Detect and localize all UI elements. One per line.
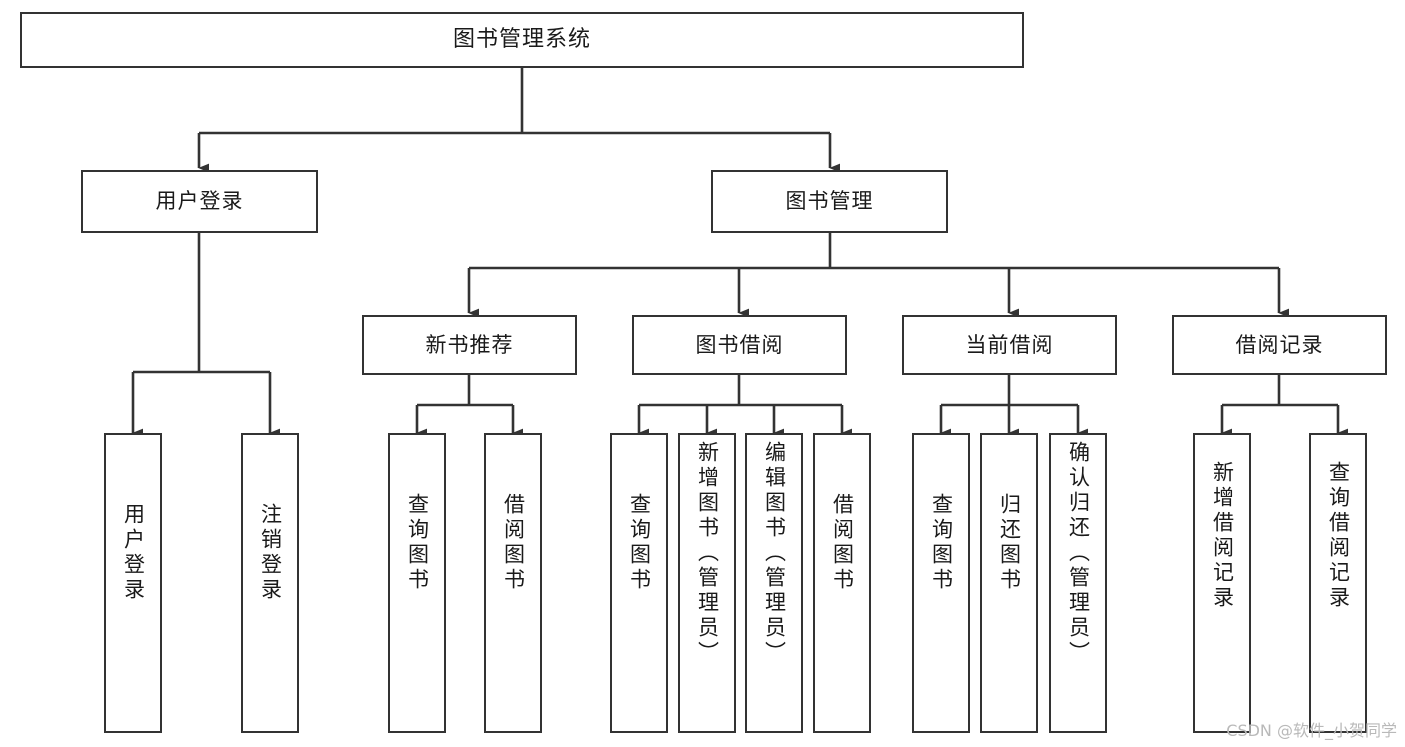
- leaf-user-login[interactable]: 用户登录: [104, 433, 162, 733]
- leaf-query-book-recommend[interactable]: 查询图书: [388, 433, 446, 733]
- leaf-confirm-return-admin[interactable]: 确认归还（管理员）: [1049, 433, 1107, 733]
- node-label: 注销登录: [258, 503, 283, 603]
- node-label: 图书管理系统: [452, 27, 591, 53]
- csdn-watermark: CSDN @软件_小贺同学: [1226, 721, 1397, 740]
- leaf-borrow-book-recommend[interactable]: 借阅图书: [484, 433, 542, 733]
- node-label: 用户登录: [155, 189, 244, 214]
- node-label: 借阅图书: [501, 493, 526, 593]
- node-label: 当前借阅: [965, 332, 1054, 357]
- leaf-edit-book-admin[interactable]: 编辑图书（管理员）: [745, 433, 803, 733]
- leaf-logout[interactable]: 注销登录: [241, 433, 299, 733]
- node-book-management[interactable]: 图书管理: [711, 170, 948, 233]
- node-label: 编辑图书（管理员）: [762, 441, 787, 666]
- leaf-borrow-book[interactable]: 借阅图书: [813, 433, 871, 733]
- node-label: 查询借阅记录: [1326, 461, 1351, 611]
- leaf-add-book-admin[interactable]: 新增图书（管理员）: [678, 433, 736, 733]
- leaf-add-borrow-record[interactable]: 新增借阅记录: [1193, 433, 1251, 733]
- node-label: 用户登录: [121, 503, 146, 603]
- node-label: 新书推荐: [425, 332, 514, 357]
- node-label: 新增借阅记录: [1210, 461, 1235, 611]
- node-new-book-recommend[interactable]: 新书推荐: [362, 315, 577, 375]
- node-label: 借阅图书: [830, 493, 855, 593]
- node-root-system[interactable]: 图书管理系统: [20, 12, 1024, 68]
- leaf-query-borrow-record[interactable]: 查询借阅记录: [1309, 433, 1367, 733]
- node-user-login[interactable]: 用户登录: [81, 170, 318, 233]
- node-label: 确认归还（管理员）: [1066, 441, 1091, 666]
- leaf-query-book-current[interactable]: 查询图书: [912, 433, 970, 733]
- node-borrow-records[interactable]: 借阅记录: [1172, 315, 1387, 375]
- node-label: 图书借阅: [695, 332, 784, 357]
- leaf-query-book-borrow[interactable]: 查询图书: [610, 433, 668, 733]
- node-label: 查询图书: [929, 493, 954, 593]
- node-label: 查询图书: [627, 493, 652, 593]
- node-label: 图书管理: [785, 189, 874, 214]
- leaf-return-book[interactable]: 归还图书: [980, 433, 1038, 733]
- node-current-borrow[interactable]: 当前借阅: [902, 315, 1117, 375]
- node-label: 查询图书: [405, 493, 430, 593]
- node-label: 借阅记录: [1235, 332, 1324, 357]
- node-label: 新增图书（管理员）: [695, 441, 720, 666]
- node-label: 归还图书: [997, 493, 1022, 593]
- node-book-borrow[interactable]: 图书借阅: [632, 315, 847, 375]
